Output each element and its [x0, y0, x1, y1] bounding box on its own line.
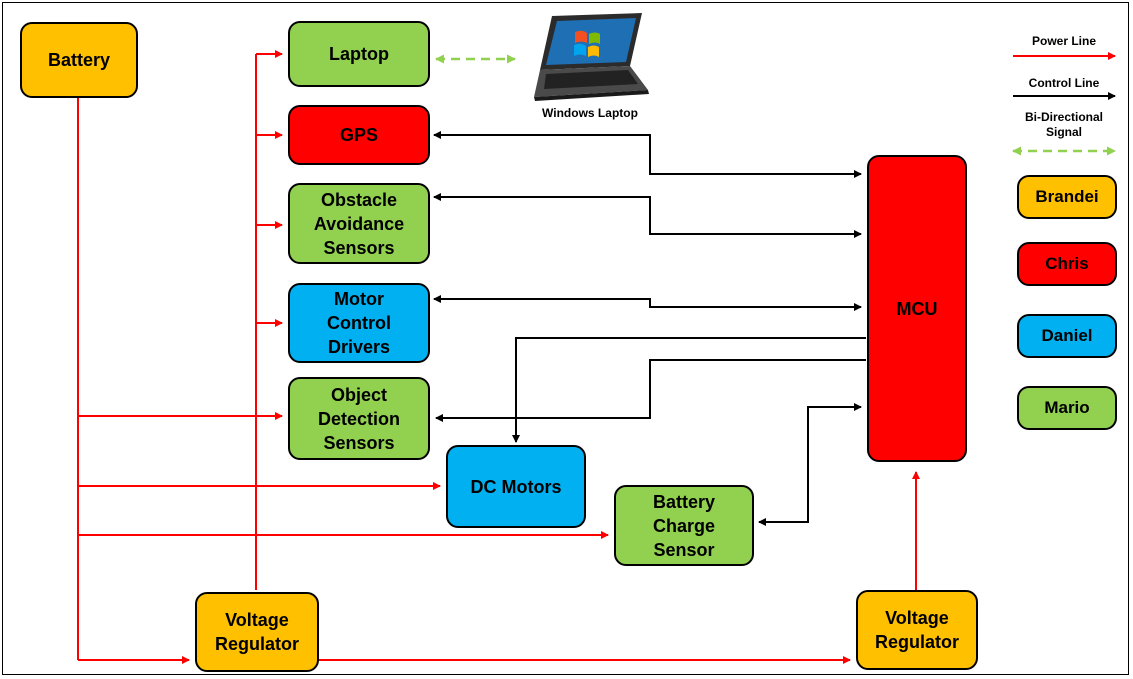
voltage-regulator-left-block: Voltage Regulator [195, 592, 319, 672]
battery-block: Battery [20, 22, 138, 98]
power-lines [77, 50, 920, 664]
legend-member-brandei: Brandei [1017, 175, 1117, 219]
laptop-block: Laptop [288, 21, 430, 87]
legend-power-line-label: Power Line [1031, 34, 1096, 48]
dc-motors-block: DC Motors [446, 445, 586, 528]
legend-member-daniel: Daniel [1017, 314, 1117, 358]
motor-control-drivers-block: Motor Control Drivers [288, 283, 430, 363]
legend-control-line-label: Control Line [1028, 76, 1100, 90]
control-lines [433, 131, 866, 526]
gps-block: GPS [288, 105, 430, 165]
laptop-caption: Windows Laptop [542, 106, 638, 120]
obstacle-avoidance-sensors-block: Obstacle Avoidance Sensors [288, 183, 430, 264]
legend-member-mario: Mario [1017, 386, 1117, 430]
legend-bidirectional-label: Bi-Directional Signal [1024, 110, 1103, 139]
battery-charge-sensor-block: Battery Charge Sensor [614, 485, 754, 566]
object-detection-sensors-block: Object Detection Sensors [288, 377, 430, 460]
voltage-regulator-right-block: Voltage Regulator [856, 590, 978, 670]
legend-member-chris: Chris [1017, 242, 1117, 286]
laptop-icon [534, 13, 649, 101]
mcu-block: MCU [867, 155, 967, 462]
